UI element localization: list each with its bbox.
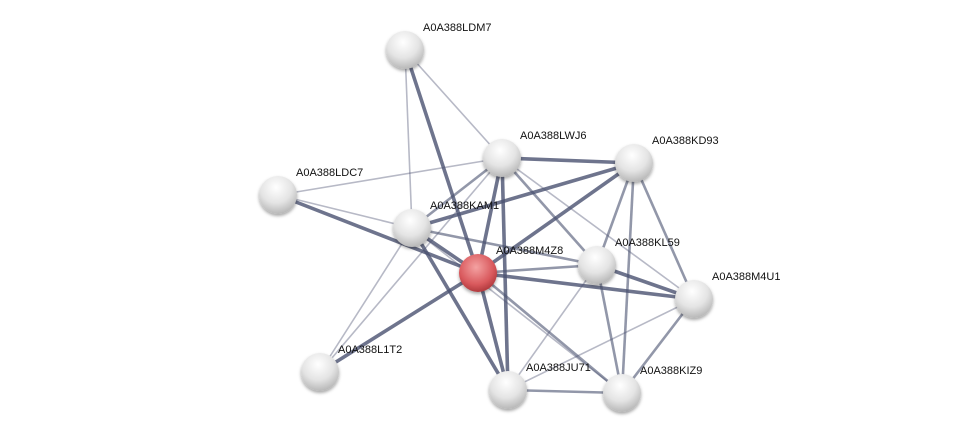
node-label: A0A388KIZ9 <box>640 365 702 377</box>
edge-A0A388KL59-A0A388KIZ9[interactable] <box>595 264 624 394</box>
edge-A0A388M4U1-A0A388JU71[interactable] <box>507 298 695 391</box>
edge-A0A388LDC7-A0A388KAM1[interactable] <box>277 194 413 229</box>
edge-A0A388KD93-A0A388KIZ9[interactable] <box>620 162 636 394</box>
node-sphere[interactable] <box>489 371 527 409</box>
node-A0A388KD93[interactable]: A0A388KD93 <box>615 135 719 182</box>
node-label: A0A388KD93 <box>652 135 719 147</box>
node-sphere[interactable] <box>393 209 431 247</box>
node-label: A0A388LWJ6 <box>520 130 586 142</box>
node-A0A388LWJ6[interactable]: A0A388LWJ6 <box>483 130 586 177</box>
edge-A0A388M4U1-A0A388KIZ9[interactable] <box>620 298 696 394</box>
edge-A0A388KAM1-A0A388L1T2[interactable] <box>319 227 413 373</box>
node-sphere[interactable] <box>301 353 339 391</box>
edge-A0A388LDM7-A0A388KAM1[interactable] <box>404 49 413 229</box>
node-label: A0A388KAM1 <box>430 200 499 212</box>
node-A0A388KAM1[interactable]: A0A388KAM1 <box>393 200 499 247</box>
edge-A0A388LWJ6-A0A388M4Z8[interactable] <box>476 157 504 274</box>
node-A0A388KL59[interactable]: A0A388KL59 <box>578 237 680 284</box>
edge-A0A388KD93-A0A388M4U1[interactable] <box>632 162 696 300</box>
edge-A0A388KD93-A0A388M4Z8[interactable] <box>476 161 636 275</box>
edge-A0A388LDC7-A0A388LWJ6[interactable] <box>277 157 503 196</box>
node-sphere[interactable] <box>603 374 641 412</box>
edge-A0A388LDC7-A0A388M4Z8[interactable] <box>277 193 479 275</box>
edge-A0A388LWJ6-A0A388KAM1[interactable] <box>411 156 503 230</box>
edge-A0A388KAM1-A0A388JU71[interactable] <box>410 227 510 391</box>
node-A0A388L1T2[interactable]: A0A388L1T2 <box>301 344 402 391</box>
edge-A0A388KAM1-A0A388KL59[interactable] <box>411 226 598 267</box>
edge-A0A388LDM7-A0A388M4Z8[interactable] <box>403 49 480 274</box>
edge-A0A388LDM7-A0A388LWJ6[interactable] <box>404 49 503 159</box>
edge-A0A388LWJ6-A0A388KD93[interactable] <box>501 156 635 165</box>
node-A0A388JU71[interactable]: A0A388JU71 <box>489 362 591 409</box>
node-A0A388LDM7[interactable]: A0A388LDM7 <box>386 22 492 69</box>
node-label: A0A388L1T2 <box>338 344 402 356</box>
edge-A0A388M4Z8-A0A388JU71[interactable] <box>476 272 510 391</box>
node-A0A388LDC7[interactable]: A0A388LDC7 <box>259 167 363 214</box>
edge-A0A388LWJ6-A0A388L1T2[interactable] <box>319 157 503 373</box>
node-sphere[interactable] <box>675 280 713 318</box>
node-label: A0A388LDC7 <box>296 167 363 179</box>
node-label: A0A388LDM7 <box>423 22 492 34</box>
node-label: A0A388JU71 <box>526 362 591 374</box>
node-sphere[interactable] <box>386 31 424 69</box>
node-label: A0A388M4Z8 <box>496 245 563 257</box>
node-sphere[interactable] <box>259 176 297 214</box>
edge-A0A388KL59-A0A388JU71[interactable] <box>507 264 598 391</box>
node-A0A388KIZ9[interactable]: A0A388KIZ9 <box>603 365 702 412</box>
node-A0A388M4Z8[interactable]: A0A388M4Z8 <box>459 245 563 292</box>
edge-A0A388M4Z8-A0A388KIZ9[interactable] <box>477 272 623 394</box>
node-sphere[interactable] <box>615 144 653 182</box>
node-label: A0A388M4U1 <box>712 271 781 283</box>
node-A0A388M4U1[interactable]: A0A388M4U1 <box>675 271 781 318</box>
query-node-sphere[interactable] <box>459 254 497 292</box>
edge-A0A388M4Z8-A0A388KL59[interactable] <box>477 263 598 275</box>
edge-layer <box>277 49 696 395</box>
edge-A0A388M4Z8-A0A388L1T2[interactable] <box>319 271 479 374</box>
node-sphere[interactable] <box>483 139 521 177</box>
edge-A0A388LWJ6-A0A388M4U1[interactable] <box>501 157 695 300</box>
node-sphere[interactable] <box>578 246 616 284</box>
edge-A0A388M4Z8-A0A388M4U1[interactable] <box>477 271 695 301</box>
node-label: A0A388KL59 <box>615 237 680 249</box>
edge-A0A388JU71-A0A388KIZ9[interactable] <box>507 388 623 395</box>
edge-A0A388KD93-A0A388KAM1[interactable] <box>411 161 635 230</box>
edge-A0A388LWJ6-A0A388KL59[interactable] <box>501 157 598 266</box>
edge-A0A388LWJ6-A0A388JU71[interactable] <box>500 157 510 391</box>
